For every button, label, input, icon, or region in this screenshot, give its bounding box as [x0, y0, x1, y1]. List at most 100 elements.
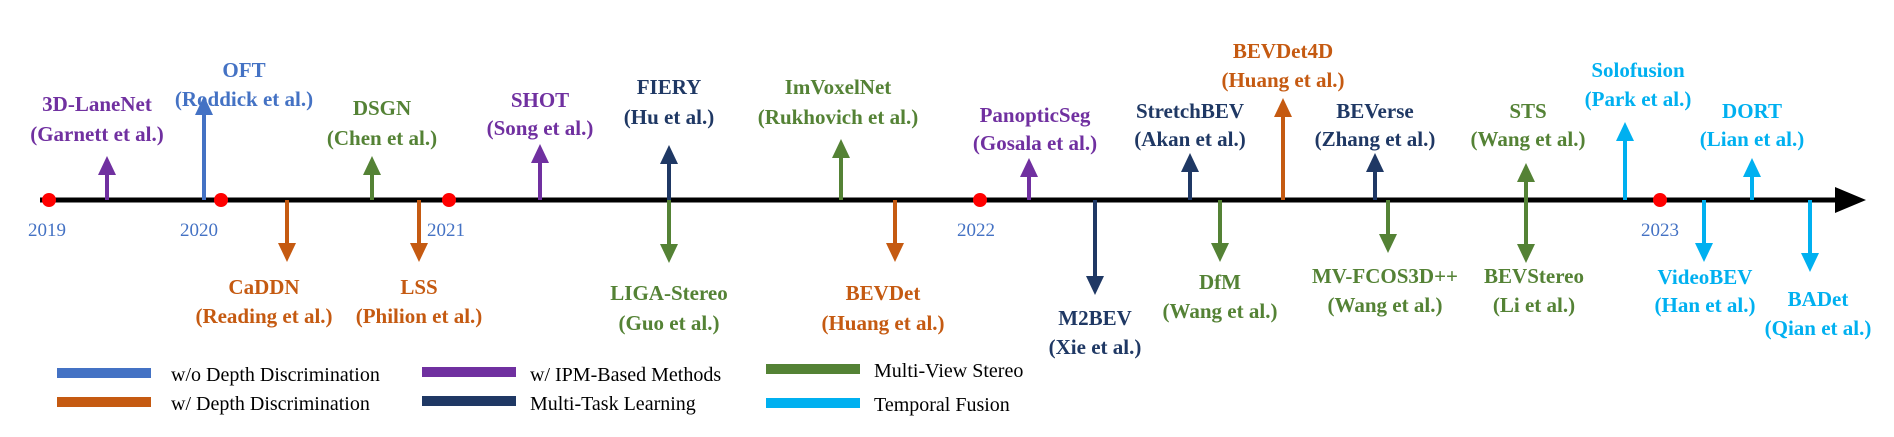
method-caddn: CaDDN(Reading et al.): [195, 275, 332, 328]
method-author: (Akan et al.): [1134, 127, 1245, 151]
method-author: (Zhang et al.): [1315, 127, 1436, 151]
method-author: (Huang et al.): [821, 311, 944, 335]
arrow-badet: [1801, 200, 1819, 272]
arrow-head-icon: [278, 243, 296, 262]
method-bevdet4d: BEVDet4D (Huang et al.): [1221, 39, 1344, 92]
arrow-panopticseg: [1020, 158, 1038, 200]
method-lss: LSS(Philion et al.): [356, 275, 483, 328]
method-badet: BADet(Qian et al.): [1765, 287, 1872, 340]
year-dot-2021: [442, 193, 456, 207]
arrow-head-icon: [832, 139, 850, 158]
arrow-head-icon: [531, 144, 549, 163]
method-bevstereo: BEVStereo(Li et al.): [1484, 264, 1584, 317]
legend-item-ipm: w/ IPM-Based Methods: [422, 364, 721, 386]
legend-swatch: [422, 396, 516, 406]
arrow-head-icon: [1274, 98, 1292, 117]
arrow-mv-fcos3d: [1379, 200, 1397, 253]
method-author: (Rukhovich et al.): [758, 105, 918, 129]
method-name: FIERY: [637, 75, 702, 99]
arrow-head-icon: [1181, 153, 1199, 172]
method-name: BEVDet4D: [1233, 39, 1333, 63]
method-author: (Gosala et al.): [973, 131, 1097, 155]
year-label-2022: 2022: [957, 220, 995, 241]
legend-swatch: [422, 367, 516, 377]
method-name: 3D-LaneNet: [42, 92, 152, 116]
arrow-head-icon: [1801, 253, 1819, 272]
legend-label: Temporal Fusion: [874, 394, 1010, 416]
arrow-head-icon: [1616, 122, 1634, 141]
method-author: (Guo et al.): [619, 311, 720, 335]
arrow-liga-stereo: [660, 200, 678, 263]
method-dfm: DfM(Wang et al.): [1163, 270, 1278, 323]
method-name: M2BEV: [1058, 306, 1132, 330]
legend-item-no-depth: w/o Depth Discrimination: [57, 364, 380, 386]
method-beverse: BEVerse (Zhang et al.): [1315, 99, 1436, 151]
axis-arrowhead-icon: [1835, 187, 1866, 213]
legend-item-stereo: Multi-View Stereo: [766, 360, 1023, 382]
legend-label: Multi-View Stereo: [874, 360, 1023, 382]
arrow-head-icon: [1517, 163, 1535, 182]
year-label-2019: 2019: [28, 220, 66, 241]
arrow-dfm: [1211, 200, 1229, 262]
arrow-head-icon: [1086, 276, 1104, 295]
arrow-solofusion: [1616, 122, 1634, 200]
arrow-head-icon: [660, 145, 678, 164]
arrow-bevdet4d: [1274, 98, 1292, 200]
method-name: OFT: [222, 58, 265, 82]
arrow-head-icon: [1020, 158, 1038, 177]
legend-label: w/ IPM-Based Methods: [530, 364, 721, 386]
method-shot: SHOT(Song et al.): [487, 88, 594, 140]
method-name: STS: [1509, 99, 1546, 123]
arrow-head-icon: [660, 244, 678, 263]
method-bevdet: BEVDet (Huang et al.): [821, 281, 944, 335]
arrow-head-icon: [195, 96, 213, 115]
method-name: VideoBEV: [1658, 265, 1753, 289]
legend-item-multitask: Multi-Task Learning: [422, 393, 696, 415]
method-sts: STS (Wang et al.): [1471, 99, 1586, 151]
method-name: CaDDN: [228, 275, 299, 299]
method-author: (Qian et al.): [1765, 316, 1872, 340]
method-name: BEVDet: [846, 281, 921, 305]
method-name: MV-FCOS3D++: [1312, 264, 1458, 288]
method-name: BEVStereo: [1484, 264, 1584, 288]
arrow-oft: [195, 96, 213, 200]
method-arrows: [98, 96, 1819, 295]
arrow-head-icon: [1517, 244, 1535, 263]
method-author: (Roddick et al.): [175, 87, 313, 111]
arrow-head-icon: [1379, 234, 1397, 253]
method-name: SHOT: [511, 88, 569, 112]
arrow-head-icon: [1695, 243, 1713, 262]
method-name: BEVerse: [1336, 99, 1413, 123]
method-name: DfM: [1199, 270, 1241, 294]
method-oft: OFT (Roddick et al.): [175, 58, 313, 111]
method-author: (Park et al.): [1585, 87, 1692, 111]
arrow-m2bev: [1086, 200, 1104, 295]
year-dot-2022: [973, 193, 987, 207]
arrow-beverse: [1366, 153, 1384, 200]
arrow-head-icon: [1211, 243, 1229, 262]
method-name: LIGA-Stereo: [610, 281, 727, 305]
method-solofusion: Solofusion (Park et al.): [1585, 58, 1692, 111]
method-author: (Wang et al.): [1471, 127, 1586, 151]
method-dort: DORT(Lian et al.): [1700, 99, 1804, 151]
method-stretchbev: StretchBEV(Akan et al.): [1134, 99, 1245, 151]
method-name: Solofusion: [1591, 58, 1685, 82]
year-dot-2023: [1653, 193, 1667, 207]
arrow-dsgn: [363, 156, 381, 200]
legend-item-temporal: Temporal Fusion: [766, 394, 1010, 416]
method-author: (Garnett et al.): [30, 122, 164, 146]
method-fiery: FIERY(Hu et al.): [624, 75, 714, 129]
arrow-dort: [1743, 158, 1761, 200]
arrow-fiery: [660, 145, 678, 200]
arrow-shot: [531, 144, 549, 200]
method-author: (Huang et al.): [1221, 68, 1344, 92]
year-label-2023: 2023: [1641, 220, 1679, 241]
arrow-videobev: [1695, 200, 1713, 262]
method-labels: 3D-LaneNet (Garnett et al.) OFT (Roddick et…: [30, 39, 1871, 359]
arrow-imvoxelnet: [832, 139, 850, 200]
method-m2bev: M2BEV(Xie et al.): [1049, 306, 1142, 359]
method-imvoxelnet: ImVoxelNet(Rukhovich et al.): [758, 75, 918, 129]
arrow-caddn: [278, 200, 296, 262]
year-dot-2019: [42, 193, 56, 207]
